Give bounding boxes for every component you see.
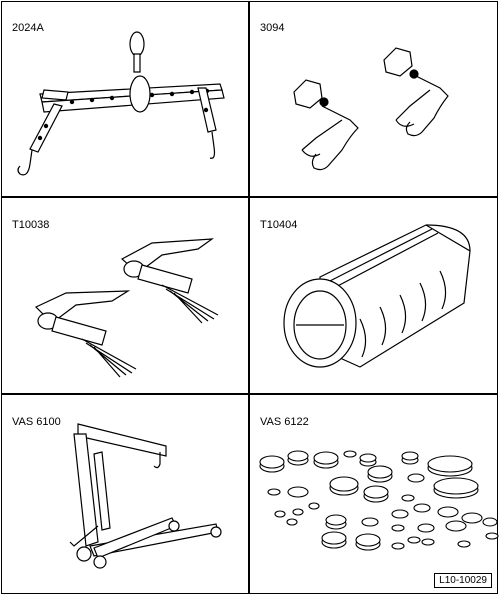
workshop-crane-icon	[2, 396, 248, 594]
tool-cell-vas-6122: VAS 6122	[250, 396, 498, 594]
tool-cell-t10038: T10038	[2, 199, 248, 393]
tool-label: 2024A	[12, 22, 44, 34]
hose-clamp-icon	[250, 2, 498, 196]
tool-label: T10404	[260, 219, 298, 231]
tool-cell-3094: 3094	[250, 2, 498, 196]
tool-cell-vas-6100: VAS 6100	[2, 396, 248, 594]
drawing-reference: L10-10029	[434, 573, 492, 588]
grid-divider-horizontal-2	[1, 393, 498, 395]
tool-label: T10038	[12, 219, 50, 231]
tool-cell-2024a: 2024A	[2, 2, 248, 196]
tool-label: VAS 6122	[260, 416, 309, 428]
tool-label: VAS 6100	[12, 416, 61, 428]
ratchet-strap-icon	[2, 199, 248, 393]
tool-label: 3094	[260, 22, 285, 34]
grid-divider-horizontal-1	[1, 196, 498, 198]
lifting-tackle-icon	[2, 2, 248, 196]
grid-divider-vertical	[248, 1, 250, 594]
cylinder-sleeve-icon	[250, 199, 498, 393]
adapter-set-icon	[250, 396, 498, 594]
tool-cell-t10404: T10404	[250, 199, 498, 393]
